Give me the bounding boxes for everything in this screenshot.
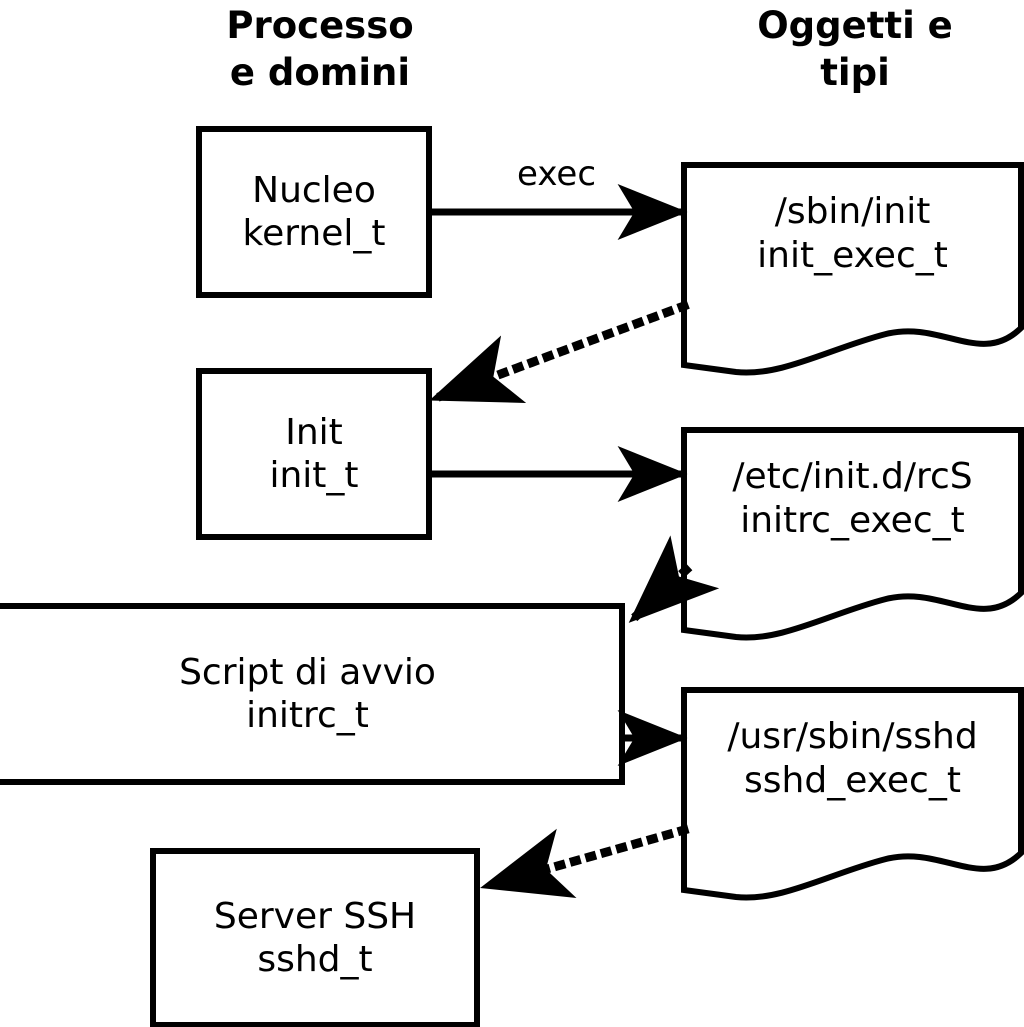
process-box-kernel-line1: Nucleo <box>252 169 376 211</box>
process-box-kernel: Nucleo kernel_t <box>196 126 432 298</box>
process-box-initrc-line1: Script di avvio <box>179 651 436 693</box>
process-box-initrc: Script di avvio initrc_t <box>0 603 625 785</box>
object-shape-sshd-exec: /usr/sbin/sshd sshd_exec_t <box>681 687 1024 903</box>
edge-sshd-exec-to-sshd <box>480 824 690 898</box>
object-shape-initrc-exec: /etc/init.d/rcS initrc_exec_t <box>681 427 1024 643</box>
column-header-objects: Oggetti e tipi <box>757 4 953 95</box>
process-box-init-line2: init_t <box>269 455 359 496</box>
process-box-sshd: Server SSH sshd_t <box>150 848 480 1027</box>
process-box-kernel-line2: kernel_t <box>242 213 386 254</box>
process-box-initrc-line2: initrc_t <box>246 695 369 736</box>
edge-label-exec: exec <box>517 154 597 194</box>
object-shape-init-exec: /sbin/init init_exec_t <box>681 162 1024 378</box>
column-header-processes: Processo e domini <box>226 4 414 95</box>
edge-initrc-exec-to-initrc <box>627 535 720 625</box>
process-box-sshd-line2: sshd_t <box>257 939 373 980</box>
process-box-sshd-line1: Server SSH <box>213 895 417 937</box>
process-box-init-line1: Init <box>285 411 343 453</box>
edge-init-exec-to-init <box>429 300 690 404</box>
process-box-init: Init init_t <box>196 368 432 540</box>
